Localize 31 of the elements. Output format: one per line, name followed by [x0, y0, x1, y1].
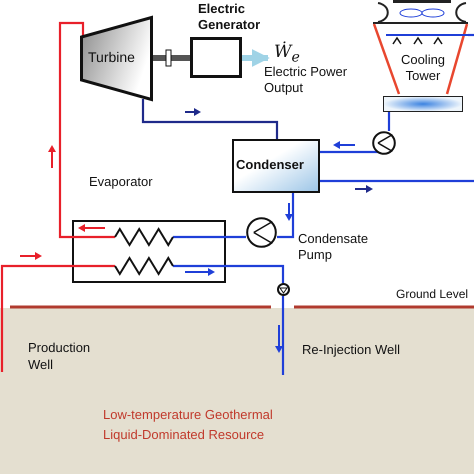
pipe-line	[320, 180, 474, 182]
pipe-line	[277, 193, 294, 238]
resource-label: Low-temperature Geothermal Liquid-Dominated Resource	[103, 406, 274, 444]
node-label: Cooling Tower	[400, 52, 446, 84]
pipe-line	[142, 99, 278, 139]
power-symbol: Ẇ$_{e}$	[274, 42, 300, 66]
shaft-line	[153, 55, 190, 61]
cooling-basin	[383, 96, 463, 112]
pipe-line	[320, 150, 380, 154]
pipe-line	[0, 264, 72, 372]
node-label: Electric Generator	[198, 1, 262, 34]
pump-symbol	[277, 283, 290, 296]
output-label: Electric Power Output	[264, 64, 348, 96]
turbine-symbol	[80, 16, 153, 101]
pipe-line	[282, 296, 284, 375]
well-label: Re-Injection Well	[302, 342, 400, 359]
pipe-line	[226, 264, 284, 283]
node-label: Evaporator	[89, 174, 153, 190]
well-label: Production Well	[28, 340, 92, 374]
pipe-line	[468, 34, 474, 36]
shaft-line	[242, 49, 270, 67]
ground-level-label: Ground Level	[396, 287, 468, 303]
pump-symbol	[372, 131, 396, 155]
pipe-line	[58, 22, 84, 238]
pipe-line	[388, 112, 390, 131]
node-label: Condenser	[236, 157, 304, 174]
cooling-tower-drawing	[373, 0, 468, 95]
pump-label: Condensate Pump	[298, 231, 370, 264]
pipe-line	[226, 236, 246, 238]
condenser-box	[232, 139, 320, 193]
node-label: Turbine	[88, 49, 135, 66]
